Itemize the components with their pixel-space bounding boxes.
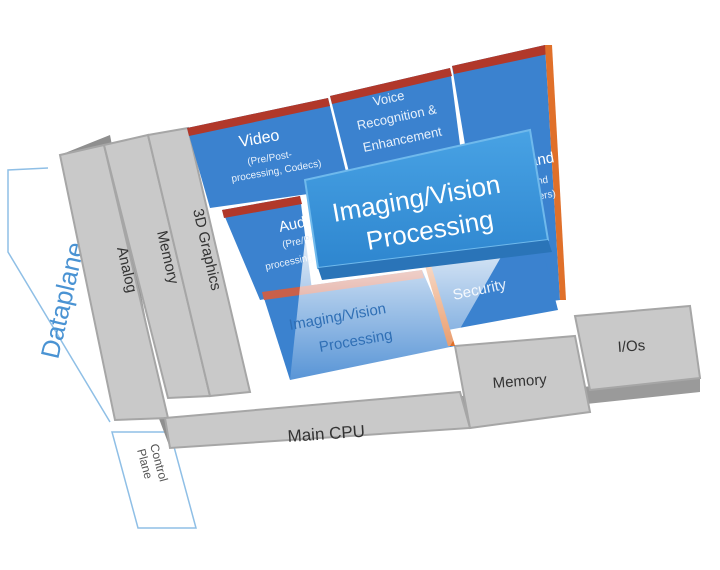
imaging-vision-callout[interactable] [303, 128, 552, 280]
main-cpu-label: Main CPU [287, 422, 366, 446]
video-title: Video [238, 127, 281, 151]
voice-block[interactable] [330, 68, 462, 176]
audio-block[interactable] [222, 196, 312, 300]
dataplane-bracket [7, 167, 111, 423]
ios-block[interactable] [573, 304, 702, 392]
graphics-3d-block[interactable] [146, 126, 252, 398]
voice-line1: Voice [372, 88, 406, 109]
ios-label: I/Os [617, 337, 646, 356]
memory-right-block[interactable] [453, 334, 592, 430]
audio-line1: Aud [277, 214, 307, 236]
control-plane-box [111, 431, 197, 529]
memory-right-label: Memory [492, 371, 548, 392]
